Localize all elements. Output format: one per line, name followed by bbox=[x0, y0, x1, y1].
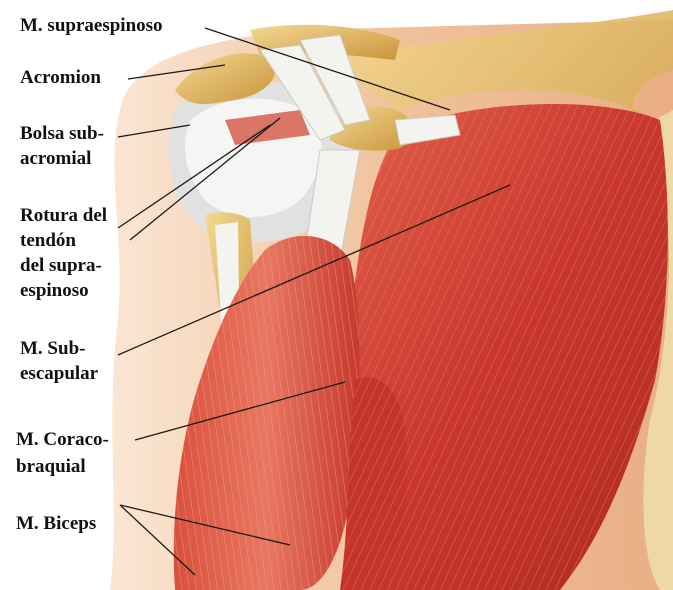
label-bolsa-line1: Bolsa sub- bbox=[20, 122, 104, 146]
label-rotura-line2: tendón bbox=[20, 229, 76, 253]
label-rotura-line3: del supra- bbox=[20, 254, 102, 278]
label-subescapular-line2: escapular bbox=[20, 362, 98, 386]
label-biceps: M. Biceps bbox=[16, 512, 96, 536]
label-rotura-line1: Rotura del bbox=[20, 204, 107, 228]
label-coraco-line1: M. Coraco- bbox=[16, 428, 109, 452]
label-coraco-line2: braquial bbox=[16, 455, 86, 479]
label-acromion: Acromion bbox=[20, 66, 101, 90]
label-subescapular-line1: M. Sub- bbox=[20, 337, 85, 361]
label-bolsa-line2: acromial bbox=[20, 147, 91, 171]
label-supraespinoso: M. supraespinoso bbox=[20, 14, 163, 38]
label-rotura-line4: espinoso bbox=[20, 279, 89, 303]
